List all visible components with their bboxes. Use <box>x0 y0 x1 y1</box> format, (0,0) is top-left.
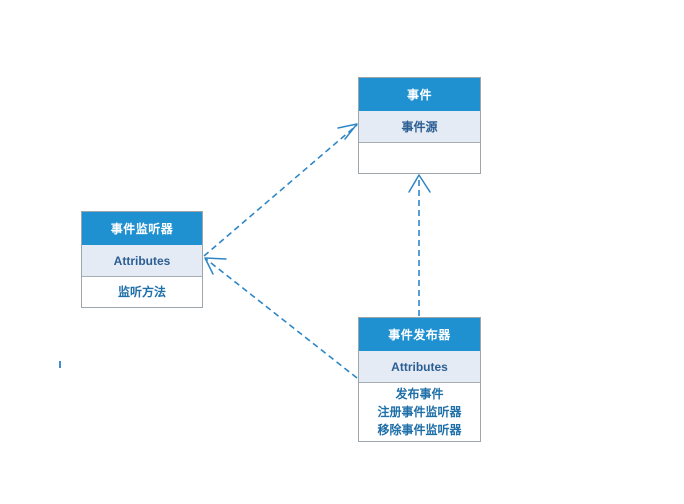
class-operations-listener: 监听方法 <box>82 277 202 307</box>
connector-listener-to-event <box>203 123 358 257</box>
operation-item: 监听方法 <box>117 285 166 299</box>
class-attributes-event: 事件源 <box>359 111 480 143</box>
class-attributes-listener: Attributes <box>82 245 202 277</box>
class-operations-event <box>359 143 480 173</box>
operation-item: 发布事件 <box>395 387 444 401</box>
connector-publisher-to-listener <box>204 257 358 379</box>
class-name-event: 事件 <box>359 78 480 111</box>
class-operations-publisher: 发布事件 注册事件监听器 移除事件监听器 <box>359 383 480 441</box>
class-attributes-publisher: Attributes <box>359 351 480 383</box>
class-name-listener: 事件监听器 <box>82 212 202 245</box>
class-box-publisher[interactable]: 事件发布器 Attributes 发布事件 注册事件监听器 移除事件监听器 <box>358 317 481 442</box>
class-box-event[interactable]: 事件 事件源 <box>358 77 481 174</box>
cursor-mark <box>59 361 61 368</box>
connector-publisher-to-event <box>408 174 431 316</box>
class-box-listener[interactable]: 事件监听器 Attributes 监听方法 <box>81 211 203 308</box>
operation-item: 注册事件监听器 <box>377 405 462 419</box>
operation-item: 移除事件监听器 <box>377 423 462 437</box>
class-name-publisher: 事件发布器 <box>359 318 480 351</box>
